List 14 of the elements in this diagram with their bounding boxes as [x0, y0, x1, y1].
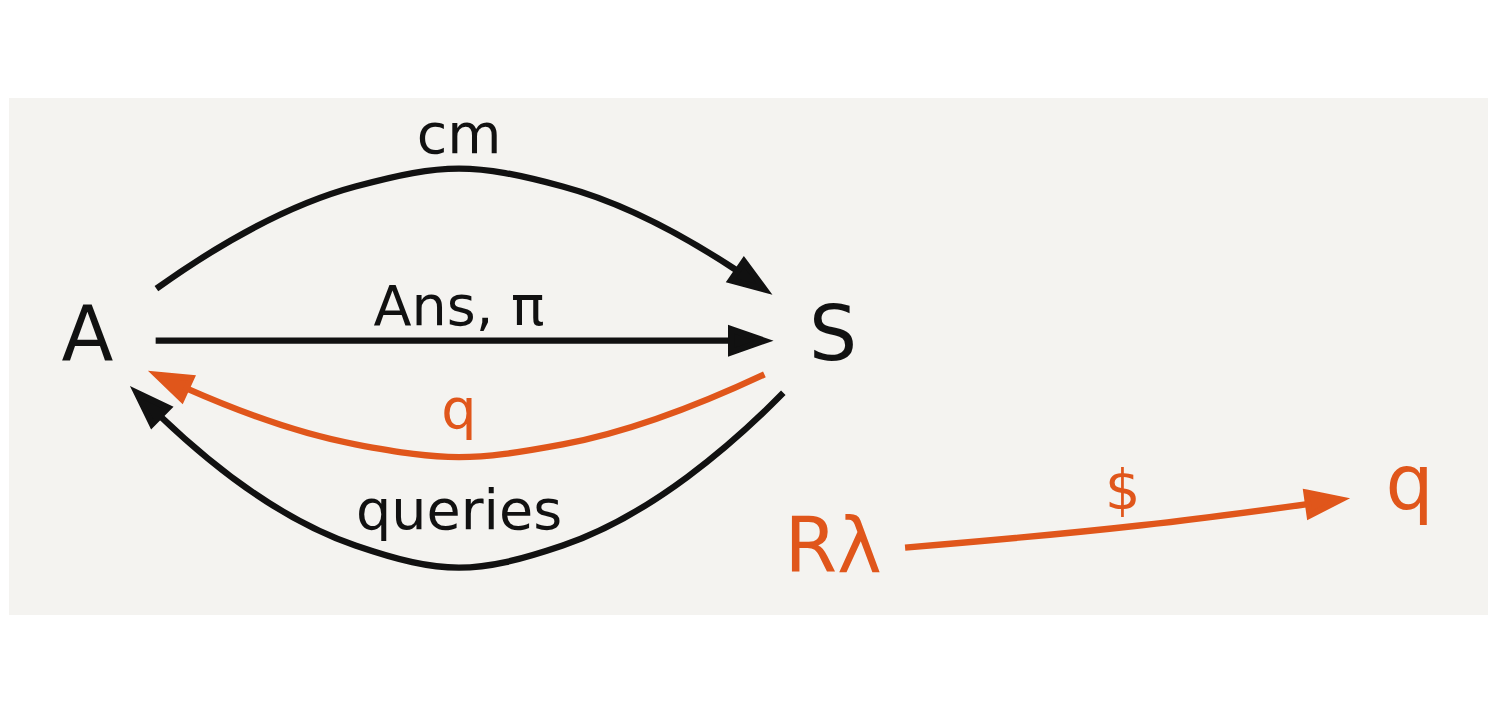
edge-label: $ — [1104, 456, 1141, 522]
arrow — [129, 385, 786, 571]
node-text: q — [1385, 438, 1434, 527]
arrow — [155, 324, 774, 357]
edge-label: queries — [355, 476, 563, 542]
edge-label: cm — [416, 100, 502, 166]
arrow — [154, 164, 773, 295]
arrow — [147, 370, 766, 460]
edge-label: q — [441, 375, 477, 441]
node-text: A — [61, 289, 114, 378]
arrow — [904, 488, 1351, 551]
edge-label: Ans, π — [373, 272, 545, 338]
node-text: S — [809, 289, 858, 378]
node-text: Rλ — [784, 501, 882, 590]
